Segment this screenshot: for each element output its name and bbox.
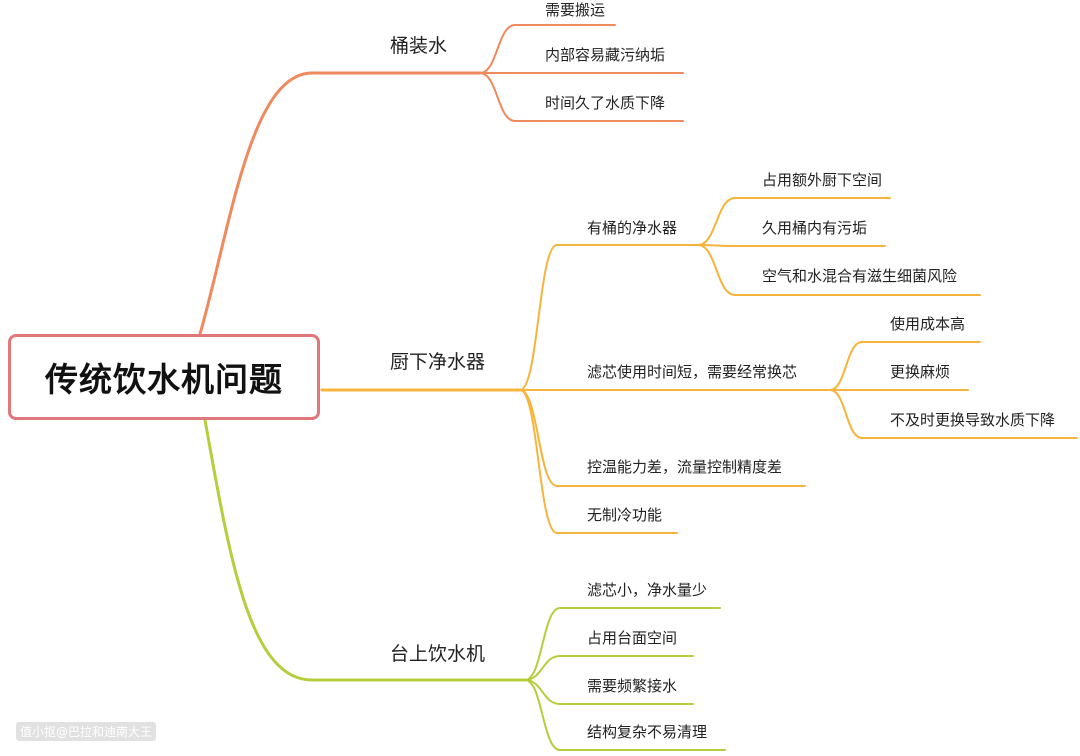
child-label: 需要搬运 [545,1,606,19]
grandchild-label: 使用成本高 [890,315,966,333]
branch-connector [203,418,314,682]
child-label: 需要频繁接水 [587,677,678,695]
child-label: 内部容易藏污纳垢 [545,46,666,64]
child-connector [524,655,561,681]
grandchild-connector [829,341,863,391]
branch-label: 台上饮水机 [390,643,486,665]
grandchild-label: 空气和水混合有滋生细菌风险 [762,267,958,285]
child-connector [519,389,558,487]
grandchild-connector [697,244,736,296]
child-connector [524,679,561,751]
child-label: 占用台面空间 [587,629,678,647]
branch-label: 桶装水 [390,35,448,57]
child-label: 结构复杂不易清理 [587,723,708,741]
watermark: 值小抠@巴拉和迪南大王 [16,722,157,741]
child-label: 无制冷功能 [587,506,663,524]
child-label: 控温能力差，流量控制精度差 [587,458,783,476]
child-connector [519,244,558,391]
grandchild-label: 不及时更换导致水质下降 [890,411,1056,429]
child-label: 时间久了水质下降 [545,94,666,112]
root-node: 传统饮水机问题 [8,334,320,420]
branch-connector [198,71,314,336]
child-connector [479,72,516,122]
child-connector [524,607,561,681]
child-connector [519,389,558,534]
grandchild-label: 久用桶内有污垢 [762,219,868,237]
grandchild-connector [829,389,863,439]
child-label: 有桶的净水器 [587,219,678,237]
branch-label: 厨下净水器 [390,351,486,373]
root-title: 传统饮水机问题 [45,360,283,399]
grandchild-label: 占用额外厨下空间 [762,171,883,189]
child-connector [479,24,516,74]
child-label: 滤芯使用时间短，需要经常换芯 [587,363,798,381]
child-label: 滤芯小，净水量少 [587,581,708,599]
grandchild-label: 更换麻烦 [890,363,951,381]
grandchild-connector [697,197,736,246]
